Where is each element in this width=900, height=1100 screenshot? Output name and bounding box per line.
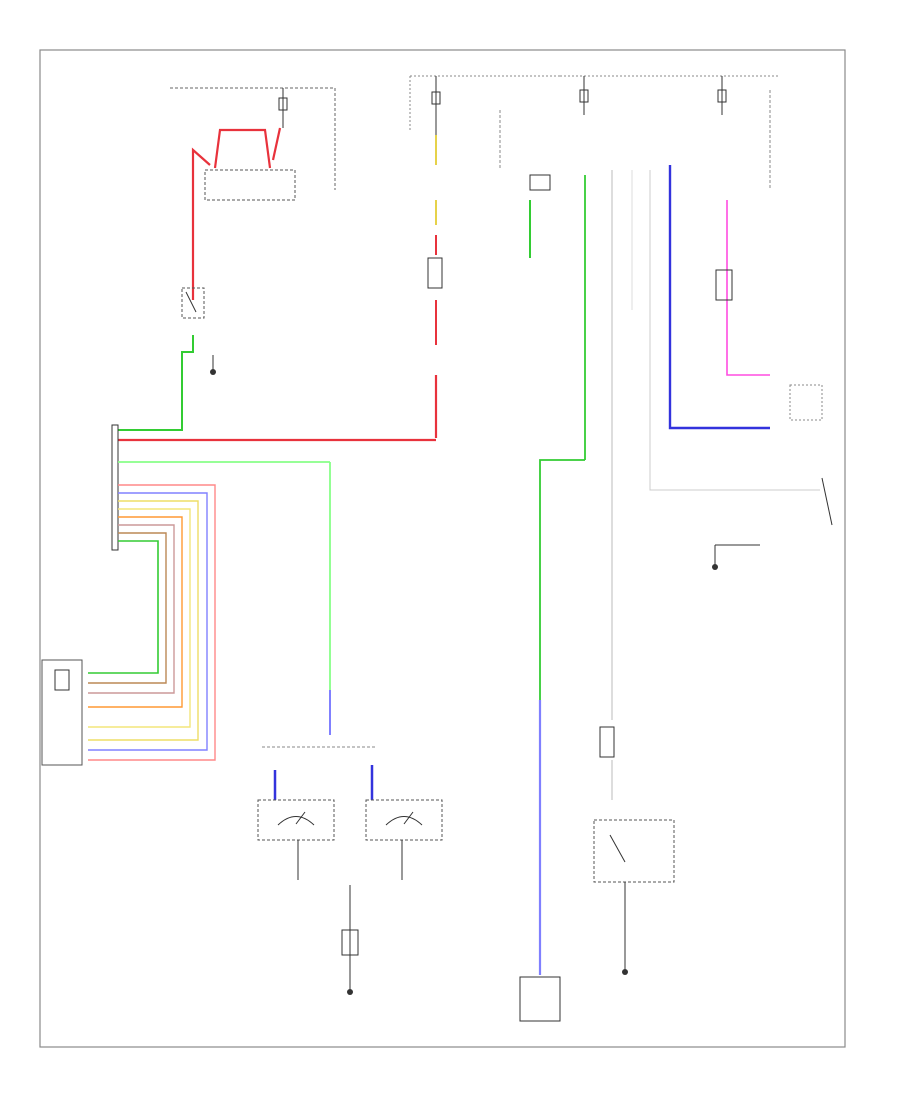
- diode-box: [715, 269, 733, 301]
- position-switch-icon: [185, 291, 197, 313]
- harness-wire-orange: [88, 516, 183, 708]
- harness-wire-paleyellow: [88, 508, 191, 728]
- ground-icon-bottom: [347, 989, 353, 995]
- right-fuse-icon-2: [717, 89, 727, 103]
- harness-wire-pink: [88, 484, 216, 761]
- switch-connector: [529, 174, 551, 191]
- green-wire-ecm-top: [118, 335, 194, 431]
- selector-switch-contact: [609, 834, 626, 863]
- relay-red-wire: [213, 128, 272, 169]
- position-switch-box: [181, 287, 205, 319]
- speed-sensor-section: [257, 746, 443, 995]
- right-fuse-section: [519, 75, 833, 1022]
- center-fuse-icon: [431, 91, 441, 105]
- center-fuse-section: [118, 75, 560, 442]
- input-speed-sensor-gauge: [277, 816, 315, 826]
- input-speed-sensor-box: [257, 799, 335, 841]
- ground-icon-right: [712, 564, 718, 570]
- input-speed-sensor-needle: [295, 811, 306, 825]
- right-switch-box: [789, 384, 823, 421]
- harness-wire-tan: [88, 532, 167, 684]
- harness-wire-blue: [88, 492, 208, 751]
- output-speed-sensor-gauge: [385, 816, 423, 826]
- relay-box: [204, 169, 296, 201]
- output-speed-sensor-needle: [403, 811, 414, 825]
- fuse-icon: [278, 97, 288, 111]
- fuse-red-wire: [271, 127, 282, 161]
- shift-lock-solenoid: [427, 257, 443, 289]
- ground-icon-1: [210, 369, 216, 375]
- range-sensor-icon: [54, 669, 70, 691]
- blue-wire-right: [668, 165, 770, 430]
- relay-section: [118, 87, 336, 431]
- green-wire-main-lower: [539, 459, 585, 700]
- harness-wire-green: [88, 540, 159, 674]
- right-fuse-icon-1: [579, 89, 589, 103]
- right-switch-contact: [821, 477, 833, 526]
- ground-icon-bottom-right: [622, 969, 628, 975]
- harness-wire-brown: [88, 524, 175, 694]
- harness-wire-yellow: [88, 500, 199, 741]
- relay-red-feed: [191, 147, 211, 300]
- starter-motor-box: [519, 976, 561, 1022]
- clutch-solenoid-icon: [341, 929, 359, 956]
- indicator-switch-section: [593, 726, 675, 975]
- output-speed-sensor-box: [365, 799, 443, 841]
- gray-wire-3: [649, 170, 820, 491]
- selector-switch-box: [593, 819, 675, 883]
- ecm-connector: [111, 424, 119, 551]
- diagram-frame: [39, 49, 846, 1048]
- pink-wire-right: [726, 200, 770, 376]
- ecm-connector-section: [41, 424, 331, 766]
- indicator-relay-icon: [599, 726, 615, 758]
- range-sensor-box: [41, 659, 83, 766]
